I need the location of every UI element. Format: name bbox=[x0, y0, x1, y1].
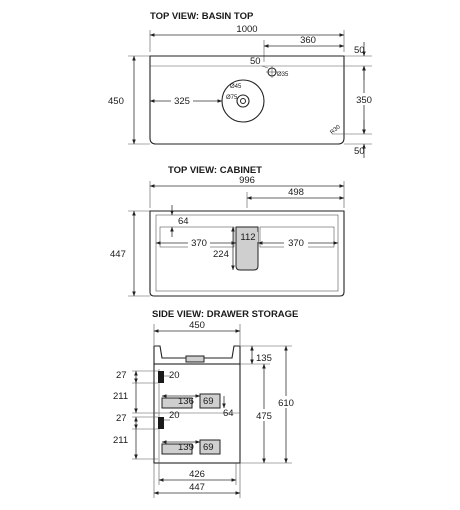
cabinet-top-title: TOP VIEW: CABINET bbox=[168, 165, 262, 176]
upper-drawer-slot-left bbox=[161, 397, 193, 409]
waste-outlet bbox=[236, 94, 250, 108]
dim-side-upper-inner: 136 bbox=[178, 396, 194, 407]
lower-drawer-slot-left bbox=[161, 443, 193, 455]
cabinet-side-body bbox=[153, 363, 241, 464]
basin-top-outline bbox=[149, 55, 345, 145]
dim-side-upper-tab: 20 bbox=[169, 370, 180, 381]
dim-cabinet-rail: 64 bbox=[178, 216, 189, 227]
dim-side-mid-gap: 64 bbox=[223, 408, 234, 419]
lower-drawer-front bbox=[158, 417, 164, 429]
dim-cabinet-width: 996 bbox=[239, 175, 255, 186]
dim-tap-diameter: Ø35 bbox=[277, 72, 289, 78]
dim-side-top-width: 450 bbox=[189, 320, 205, 331]
dim-basin-depth: 450 bbox=[108, 96, 124, 107]
dim-cabinet-cutout-depth: 224 bbox=[213, 249, 229, 260]
dim-side-top-gap: 135 bbox=[256, 353, 272, 364]
upper-drawer-front bbox=[158, 371, 164, 383]
dim-side-inner-height: 475 bbox=[256, 411, 272, 422]
dim-cabinet-left-span: 370 bbox=[191, 238, 207, 249]
dim-cabinet-right-span: 370 bbox=[288, 238, 304, 249]
dim-basin-width: 1000 bbox=[236, 24, 257, 35]
dim-basin-left-offset: 325 bbox=[174, 96, 190, 107]
dim-basin-edge-bottom: 50 bbox=[354, 146, 365, 157]
dim-basin-inner-depth: 350 bbox=[356, 95, 372, 106]
dim-side-upper-drawer: 211 bbox=[113, 391, 128, 402]
cabinet-outline bbox=[149, 210, 345, 297]
dim-basin-edge-top: 50 bbox=[354, 45, 365, 56]
dim-side-lower-slot: 69 bbox=[203, 442, 214, 453]
side-view-title: SIDE VIEW: DRAWER STORAGE bbox=[152, 309, 298, 320]
dim-side-total-height: 610 bbox=[278, 398, 294, 409]
dim-side-upper-slot: 69 bbox=[203, 396, 214, 407]
dim-side-lower-inner: 139 bbox=[178, 442, 194, 453]
dim-side-upper-front: 27 bbox=[116, 370, 127, 381]
basin-top-view: TOP VIEW: BASIN TOP 1000 360 Ø35 50 Ø45 … bbox=[108, 11, 376, 158]
dim-cabinet-cutout: 112 bbox=[240, 232, 255, 243]
side-view: SIDE VIEW: DRAWER STORAGE 450 27 211 bbox=[113, 309, 298, 498]
dim-bowl-diameter: Ø75 bbox=[226, 95, 238, 101]
dim-tap-offset: 50 bbox=[250, 56, 261, 67]
dim-waste-diameter: Ø45 bbox=[230, 84, 242, 90]
dim-side-lower-tab: 20 bbox=[169, 410, 180, 421]
cabinet-top-view: TOP VIEW: CABINET 996 498 64 370 112 370 bbox=[110, 165, 345, 297]
dim-side-bottom-total: 447 bbox=[189, 482, 205, 493]
dim-side-lower-front: 27 bbox=[116, 413, 127, 424]
lower-drawer-slot-right bbox=[199, 439, 221, 455]
dim-cabinet-half: 498 bbox=[288, 187, 304, 198]
waste-fitting bbox=[185, 355, 205, 363]
dim-cabinet-depth: 447 bbox=[110, 249, 126, 260]
dim-side-bottom-inner: 426 bbox=[189, 469, 205, 480]
dim-side-lower-drawer: 211 bbox=[113, 435, 128, 446]
basin-top-title: TOP VIEW: BASIN TOP bbox=[150, 11, 254, 22]
dim-basin-right-offset: 360 bbox=[300, 35, 316, 46]
upper-drawer-slot-right bbox=[199, 393, 221, 409]
